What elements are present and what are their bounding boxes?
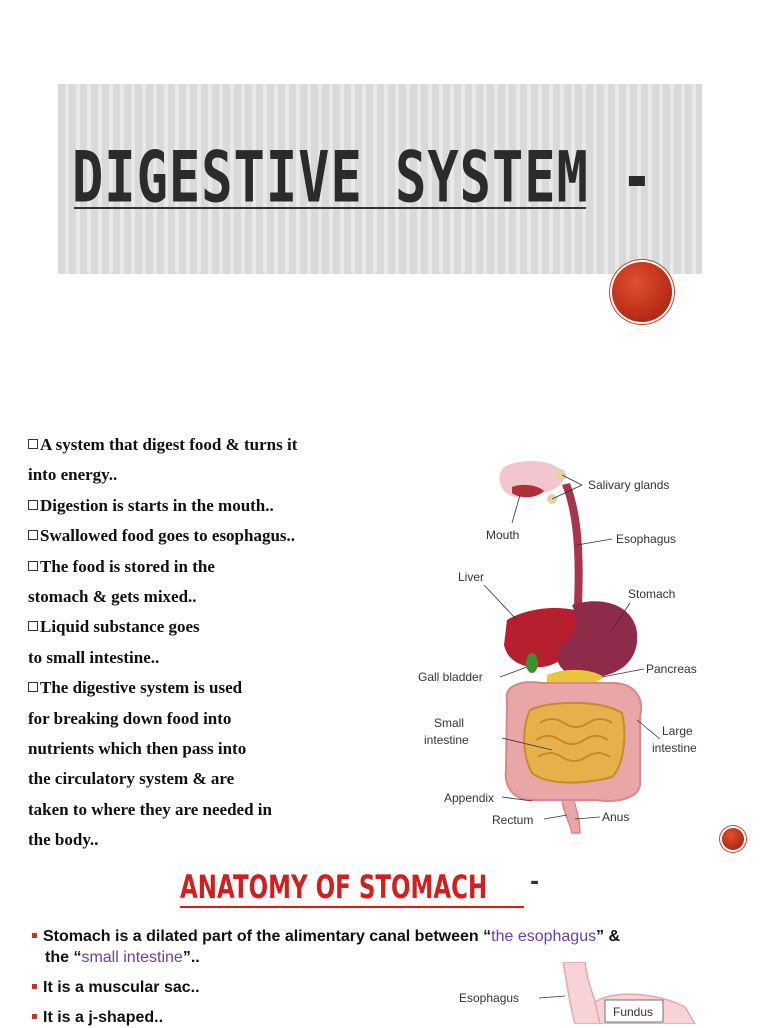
list-item: Digestion is starts in the mouth.. <box>28 491 388 521</box>
list-item: Stomach is a dilated part of the aliment… <box>32 926 752 947</box>
list-item-continued: the circulatory system & are <box>28 769 235 789</box>
decorative-red-circle <box>722 828 744 850</box>
rectum-shape <box>561 799 581 834</box>
square-bullet-icon <box>32 933 37 938</box>
tongue-shape <box>512 484 544 498</box>
digestive-diagram-svg: Salivary glands Mouth Esophagus Liver St… <box>418 461 697 834</box>
anatomy-title-dash: - <box>530 870 540 895</box>
label-fundus: Fundus <box>613 1005 653 1019</box>
label-gall-bladder: Gall bladder <box>418 670 483 684</box>
list-item: Swallowed food goes to esophagus.. <box>28 521 388 551</box>
checkbox-bullet-icon <box>28 439 38 449</box>
list-item: A system that digest food & turns it <box>28 430 388 460</box>
anatomy-title-underline <box>180 906 524 908</box>
stomach-anatomy-figure: Esophagus Fundus <box>455 961 715 1025</box>
decorative-red-circle <box>612 262 672 322</box>
stomach-figure-svg: Esophagus Fundus <box>459 961 697 1025</box>
stomach-shape <box>557 601 638 678</box>
list-item-continued: stomach & gets mixed.. <box>28 587 197 607</box>
page-title: DIGESTIVE SYSTEM - <box>72 138 654 219</box>
checkbox-bullet-icon <box>28 530 38 541</box>
digestive-system-diagram: Salivary glands Mouth Esophagus Liver St… <box>412 455 712 840</box>
digestive-bullet-list: A system that digest food & turns it into… <box>28 430 388 856</box>
list-item-continued: for breaking down food into <box>28 708 232 728</box>
stomach-bullet-list: Stomach is a dilated part of the aliment… <box>32 926 752 1028</box>
label-appendix: Appendix <box>444 791 494 805</box>
list-item: Liquid substance goes <box>28 612 388 642</box>
checkbox-bullet-icon <box>28 560 38 571</box>
list-item: It is a j-shaped.. <box>32 1007 752 1028</box>
label-salivary-glands: Salivary glands <box>588 478 669 492</box>
checkbox-bullet-icon <box>28 499 38 510</box>
gall-bladder-shape <box>526 653 538 673</box>
list-item: The digestive system is used <box>28 673 388 703</box>
list-item-continued: nutrients which then pass into <box>28 739 247 759</box>
anatomy-title: ANATOMY OF STOMACH <box>180 868 488 906</box>
list-item: It is a muscular sac.. <box>32 977 752 998</box>
list-item: The food is stored in the <box>28 552 388 582</box>
list-item-continued: into energy.. <box>28 465 118 485</box>
label-stomach: Stomach <box>628 587 675 601</box>
list-item-continued: to small intestine.. <box>28 647 160 667</box>
small-intestine-shape <box>523 701 626 784</box>
list-item-continued: taken to where they are needed in <box>28 799 272 819</box>
fundus-label-box <box>604 999 664 1023</box>
checkbox-bullet-icon <box>28 682 38 693</box>
label-rectum: Rectum <box>492 813 533 827</box>
salivary-gland-shape <box>554 469 566 481</box>
label-mouth: Mouth <box>486 528 519 542</box>
label-small-intestine-2: intestine <box>424 733 469 747</box>
checkbox-bullet-icon <box>28 621 38 632</box>
label-anus: Anus <box>602 810 629 824</box>
label-esophagus: Esophagus <box>616 532 676 546</box>
label-small-intestine-1: Small <box>434 716 464 730</box>
label-pancreas: Pancreas <box>646 662 697 676</box>
label-large-intestine-2: intestine <box>652 741 697 755</box>
title-banner <box>58 84 702 274</box>
title-underline <box>74 207 586 209</box>
esophagus-shape <box>562 483 583 605</box>
intestine-coils <box>535 718 613 762</box>
label-liver: Liver <box>458 570 484 584</box>
square-bullet-icon <box>32 984 37 989</box>
list-item-continued: the body.. <box>28 830 99 850</box>
label-large-intestine-1: Large <box>662 724 693 738</box>
label-esophagus: Esophagus <box>459 991 519 1005</box>
square-bullet-icon <box>32 1014 37 1019</box>
list-item-continued: the “small intestine”.. <box>45 949 200 966</box>
